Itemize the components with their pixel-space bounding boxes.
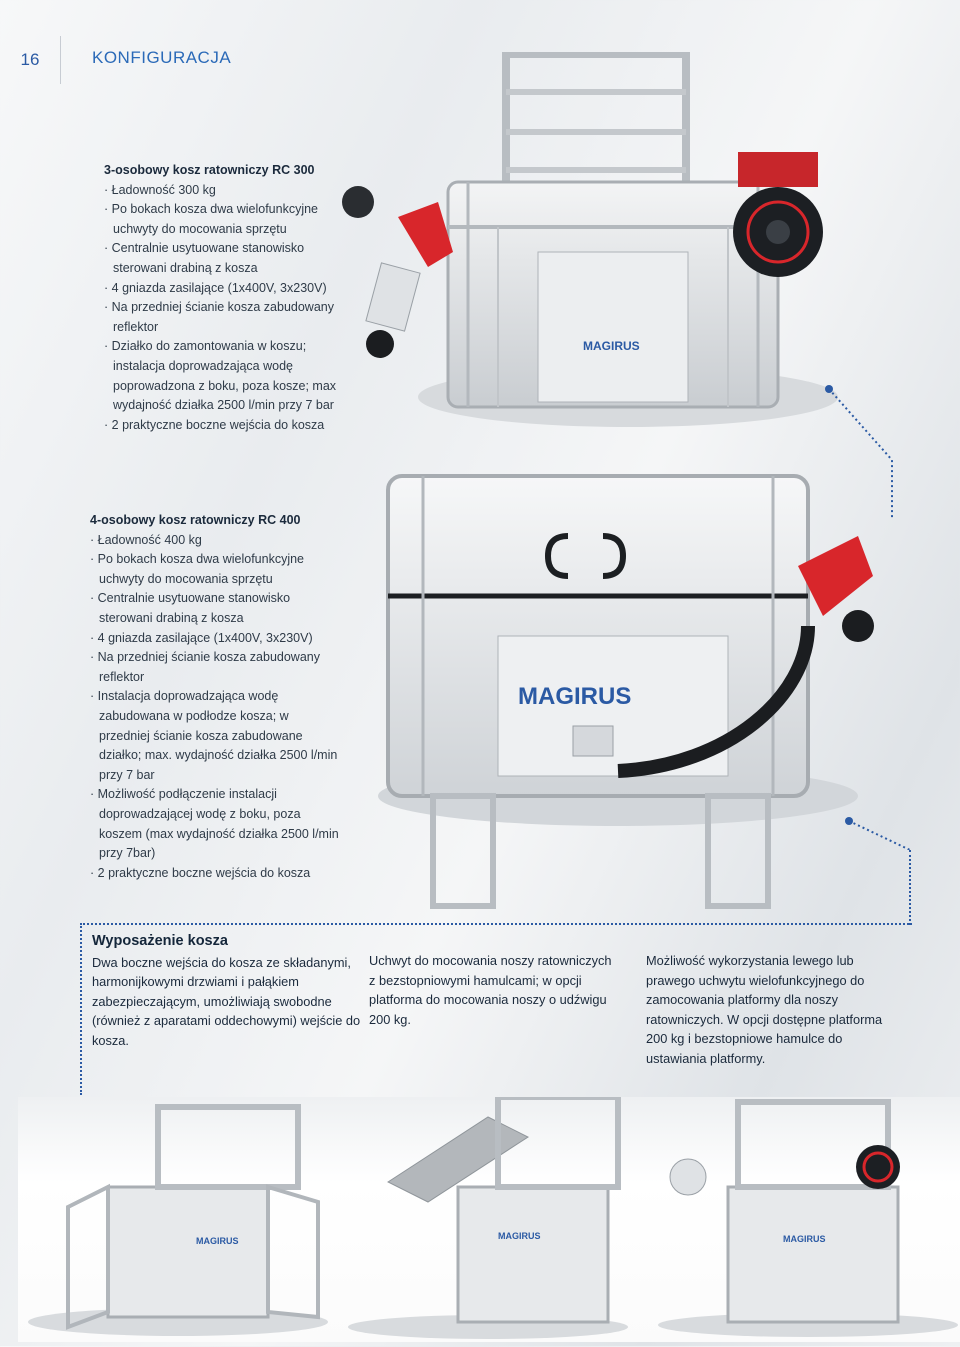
rc300-basket-photo: MAGIRUS [338, 52, 850, 434]
list-item: Centralnie usytuowane stanowisko sterowa… [104, 239, 340, 278]
equipment-text-3: Możliwość wykorzystania lewego lub prawe… [646, 953, 883, 1066]
spec-rc300: 3-osobowy kosz ratowniczy RC 300 Ładowno… [104, 161, 340, 435]
list-item: 2 praktyczne boczne wejścia do kosza [90, 864, 342, 884]
spec-rc400: 4-osobowy kosz ratowniczy RC 400 Ładowno… [90, 511, 342, 883]
list-item: Działko do zamontowania w koszu; instala… [104, 337, 340, 415]
list-item: 4 gniazda zasilające (1x400V, 3x230V) [104, 279, 340, 299]
list-item: 2 praktyczne boczne wejścia do kosza [104, 416, 340, 436]
list-item: 4 gniazda zasilające (1x400V, 3x230V) [90, 629, 342, 649]
magirus-logo: MAGIRUS [583, 339, 640, 353]
spec-rc400-list: Ładowność 400 kg Po bokach kosza dwa wie… [90, 531, 342, 884]
magirus-logo: MAGIRUS [196, 1236, 239, 1246]
equipment-col-3: Możliwość wykorzystania lewego lub prawe… [646, 951, 906, 1069]
equipment-title: Wyposażenie kosza [92, 933, 228, 949]
photo-side-entry: MAGIRUS [28, 1104, 328, 1336]
equipment-col-2: Uchwyt do mocowania noszy ratowniczych z… [369, 951, 621, 1029]
magirus-logo: MAGIRUS [783, 1234, 826, 1244]
list-item: Ładowność 400 kg [90, 531, 342, 551]
spec-rc300-title: 3-osobowy kosz ratowniczy RC 300 [104, 163, 315, 177]
list-item: Centralnie usytuowane stanowisko sterowa… [90, 589, 342, 628]
rc400-basket-photo: MAGIRUS [368, 466, 888, 911]
equipment-text-1: Dwa boczne wejścia do kosza ze składanym… [92, 954, 361, 1048]
spec-rc300-list: Ładowność 300 kg Po bokach kosza dwa wie… [104, 181, 340, 436]
magirus-logo: MAGIRUS [498, 1231, 541, 1241]
magirus-logo: MAGIRUS [518, 683, 631, 710]
page-number: 16 [20, 50, 40, 69]
spec-rc400-title: 4-osobowy kosz ratowniczy RC 400 [90, 513, 301, 527]
equipment-col-1: Wyposażenie kosza Dwa boczne wejścia do … [92, 932, 362, 1051]
photo-stretcher-holder: MAGIRUS [348, 1094, 628, 1339]
photo-multifunction-holder: MAGIRUS [658, 1099, 958, 1337]
list-item: Po bokach kosza dwa wielofunkcyjne uchwy… [104, 200, 340, 239]
list-item: Na przedniej ścianie kosza zabudowany re… [90, 648, 342, 687]
equipment-frame [80, 923, 912, 1095]
list-item: Po bokach kosza dwa wielofunkcyjne uchwy… [90, 550, 342, 589]
list-item: Na przedniej ścianie kosza zabudowany re… [104, 298, 340, 337]
list-item: Możliwość podłączenie instalacji doprowa… [90, 785, 342, 863]
bottom-photo-strip: MAGIRUS MAGIRUS MAGIRUS [18, 1094, 960, 1342]
header-divider [60, 36, 61, 84]
section-title: KONFIGURACJA [92, 48, 232, 67]
dotted-connector [909, 850, 911, 925]
list-item: Instalacja doprowadzająca wodę zabudowan… [90, 687, 342, 785]
list-item: Ładowność 300 kg [104, 181, 340, 201]
equipment-text-2: Uchwyt do mocowania noszy ratowniczych z… [369, 953, 612, 1027]
